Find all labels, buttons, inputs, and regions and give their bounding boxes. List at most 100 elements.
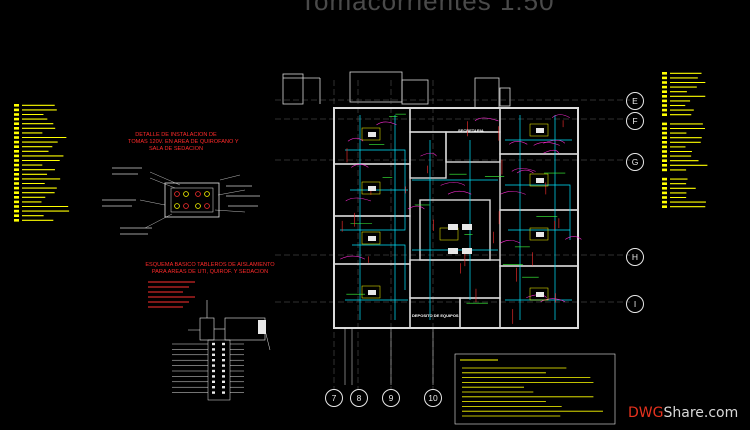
magenta-homerun [552,114,570,118]
breaker-symbol [222,353,225,356]
legend-symbol [14,163,19,167]
grid-axis-8: 8 [350,389,368,407]
magenta-homerun [447,190,472,195]
legend-symbol [662,81,667,84]
legend-symbol [14,108,19,112]
magenta-homerun [540,298,566,303]
breaker-symbol [212,391,215,394]
legend-symbol [662,205,667,208]
equipment-symbol [462,224,472,230]
legend-symbol [14,177,19,181]
legend-symbol [662,127,667,130]
grid-axis-f: F [626,112,644,130]
schematic-title: ESQUEMA BASICO TABLEROS DE AISLAMIENTO P… [140,262,280,276]
breaker-symbol [222,359,225,362]
legend-symbol [14,214,19,217]
legend-symbol [14,196,19,199]
schematic-title-line-2: PARA AREAS DE UTI, QUIROF. Y SEDACION [151,269,269,275]
legend-symbol [662,113,667,116]
equipment-outline [361,285,381,299]
breaker-symbol [212,342,215,346]
magenta-homerun [347,137,364,142]
detail-title-line-3: SALA DE SEDACION [148,146,204,152]
magenta-homerun [351,164,369,168]
magenta-homerun [500,191,526,195]
outlet-receptacle [195,203,201,209]
bed-symbol [368,186,376,191]
legend-symbol [662,187,667,190]
equipment-outline [529,173,549,187]
legend-symbol [14,136,19,139]
grid-axis-e: E [626,92,644,110]
legend-symbol [14,182,19,185]
legend-symbol [662,145,667,149]
room-label-secretaria: SECRETARIA [458,128,484,133]
outlet-receptacle [204,191,210,197]
outlet-detail-drawing [102,167,260,235]
outlet-receptacle [195,191,201,197]
legend-symbol [14,113,19,116]
legend-symbol [662,168,667,172]
grid-axis-7: 7 [325,389,343,407]
bed-symbol [368,132,376,137]
legend-symbol [14,173,19,176]
detail-title: DETALLE DE INSTALACION DE TOMAS 120V. EN… [128,132,239,153]
grid-axis-h: H [626,248,644,266]
magenta-homerun [543,139,566,144]
magenta-homerun [533,142,560,146]
magenta-homerun [345,197,372,202]
breaker-symbol [222,375,225,378]
general-notes-box [454,353,616,425]
feeder-line [264,329,271,351]
bed-symbol [368,236,376,241]
watermark-dwg: DWG [628,405,664,421]
breaker-symbol [212,364,215,367]
legend-symbol [662,99,667,103]
legend-symbol [14,150,19,153]
legend-symbol [14,191,19,194]
legend-symbol [14,200,19,204]
magenta-homerun [474,117,499,122]
outlet-receptacle [183,203,189,209]
room-label-deposito: DEPOSITO DE EQUIPOS [412,313,459,318]
legend-symbol [662,108,667,112]
dwgshare-watermark: DWGShare.com [628,403,740,423]
legend-symbol [14,140,19,144]
legend-symbol [662,76,667,80]
equipment-outline [361,127,381,141]
bed-symbol [536,232,544,237]
legend-symbol [662,196,667,199]
grid-axis-10: 10 [424,389,442,407]
legend-symbol [14,127,19,130]
legend-symbol [662,191,667,195]
breaker-symbol [212,353,215,356]
outlet-receptacle [204,203,210,209]
magenta-homerun [440,182,466,186]
legend-symbol [14,145,19,148]
equipment-outline [529,123,549,137]
legend-symbol [662,150,667,153]
legend-symbol [14,168,19,171]
breaker-symbol [222,386,225,389]
grid-axis-i: I [626,295,644,313]
magenta-homerun [407,205,425,210]
breaker-symbol [212,386,215,389]
legend-symbol [662,90,667,93]
breaker-symbol [212,359,215,362]
grid-axis-g: G [626,153,644,171]
watermark-share: Share.com [663,405,739,421]
equipment-symbol [462,248,472,254]
magenta-homerun [565,236,582,240]
breaker-symbol [222,380,225,383]
breaker-symbol [212,369,215,373]
legend-symbol [14,104,19,107]
magenta-homerun [420,152,437,157]
legend-symbol [14,117,19,121]
outlet-receptacle [174,191,180,197]
equipment-outline [361,181,381,195]
detail-title-line-2: TOMAS 120V. EN AREA DE QUIROFANO Y [128,139,239,145]
legend-symbol [662,159,667,162]
outlet-receptacle [183,191,189,197]
legend-symbol [662,164,667,167]
breaker-symbol [212,380,215,383]
